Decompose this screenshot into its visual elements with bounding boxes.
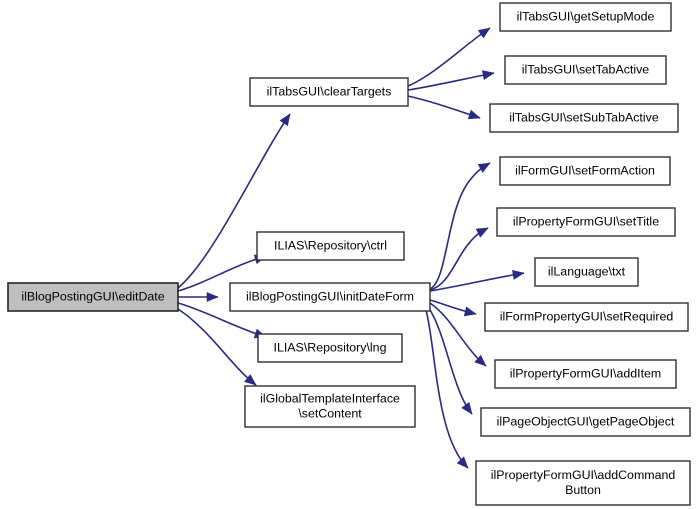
arrowhead-setFormAction: [477, 162, 491, 173]
arrowhead-getSetupMode: [477, 27, 491, 39]
node-label: ilPropertyFormGUI\setTitle: [513, 214, 659, 228]
node-label: ilFormGUI\setFormAction: [515, 163, 655, 177]
edge-clearTargets-to-setTabActive: [407, 72, 495, 91]
node-box[interactable]: [499, 156, 671, 186]
arrowhead-txt: [512, 269, 525, 280]
node-box[interactable]: [475, 460, 691, 506]
node-box[interactable]: [257, 333, 403, 363]
node-box[interactable]: [244, 385, 416, 428]
edge-initDateForm-to-addCommandButton: [425, 309, 469, 469]
arrowhead-setContent: [244, 374, 257, 386]
graph-node-editDate[interactable]: ilBlogPostingGUI\editDate: [7, 282, 179, 312]
node-label: ilPropertyFormGUI\addCommand: [491, 468, 676, 482]
graph-node-ctrl[interactable]: ILIAS\Repository\ctrl: [256, 231, 405, 261]
graph-node-getPageObject[interactable]: ilPageObjectGUI\getPageObject: [480, 407, 691, 437]
node-label: ilTabsGUI\getSetupMode: [517, 9, 655, 23]
graph-node-txt[interactable]: ilLanguage\txt: [534, 257, 639, 287]
arrowhead-clearTargets: [279, 113, 291, 127]
graph-node-setTabActive[interactable]: ilTabsGUI\setTabActive: [504, 55, 667, 85]
arrowhead-setTitle: [475, 227, 489, 238]
graph-node-setTitle[interactable]: ilPropertyFormGUI\setTitle: [496, 207, 676, 237]
arrowhead-setSubTabActive: [467, 109, 481, 120]
node-label: \setContent: [298, 406, 362, 420]
graph-node-getSetupMode[interactable]: ilTabsGUI\getSetupMode: [499, 2, 672, 32]
edge-initDateForm-to-setFormAction: [429, 162, 491, 290]
node-label: ilLanguage\txt: [548, 264, 626, 278]
edge-clearTargets-to-setSubTabActive: [407, 95, 481, 119]
graph-node-lng[interactable]: ILIAS\Repository\lng: [257, 333, 403, 363]
nodes-layer: ilBlogPostingGUI\editDate ilTabsGUI\clear…: [7, 2, 691, 506]
arrowhead-initDateForm: [206, 292, 219, 302]
node-label: ILIAS\Repository\lng: [274, 340, 387, 354]
graph-node-setFormAction[interactable]: ilFormGUI\setFormAction: [499, 156, 671, 186]
node-label: Button: [565, 483, 601, 497]
node-label: ilTabsGUI\setSubTabActive: [509, 110, 659, 124]
node-label: ilTabsGUI\clearTargets: [267, 84, 392, 98]
node-box[interactable]: [229, 282, 431, 312]
arrowhead-setRequired: [463, 306, 477, 317]
node-box[interactable]: [534, 257, 639, 287]
arrowhead-addItem: [474, 354, 487, 367]
node-box[interactable]: [499, 2, 672, 32]
graph-node-setRequired[interactable]: ilFormPropertyGUI\setRequired: [484, 302, 689, 332]
node-box[interactable]: [256, 231, 405, 261]
node-label: ilBlogPostingGUI\editDate: [21, 289, 164, 303]
graph-node-setSubTabActive[interactable]: ilTabsGUI\setSubTabActive: [489, 103, 679, 133]
node-label: ilGlobalTemplateInterface: [260, 391, 400, 405]
arrowhead-getPageObject: [461, 401, 473, 415]
edge-clearTargets-to-getSetupMode: [407, 27, 491, 87]
node-label: ilPageObjectGUI\getPageObject: [497, 414, 675, 428]
node-box[interactable]: [494, 359, 677, 389]
node-box[interactable]: [249, 77, 409, 107]
graph-node-setContent[interactable]: ilGlobalTemplateInterface\setContent: [244, 385, 416, 428]
graph-node-clearTargets[interactable]: ilTabsGUI\clearTargets: [249, 77, 409, 107]
edge-initDateForm-to-txt: [429, 272, 525, 292]
node-box[interactable]: [504, 55, 667, 85]
node-box[interactable]: [496, 207, 676, 237]
arrowhead-setTabActive: [482, 70, 495, 81]
node-label: ilBlogPostingGUI\initDateForm: [246, 289, 414, 303]
node-box[interactable]: [480, 407, 691, 437]
arrowhead-addCommandButton: [456, 456, 469, 469]
node-label: ILIAS\Repository\ctrl: [274, 238, 387, 252]
edges-layer: [177, 27, 525, 469]
edge-initDateForm-to-setTitle: [429, 227, 489, 291]
node-box[interactable]: [489, 103, 679, 133]
edge-initDateForm-to-addItem: [429, 302, 487, 367]
edge-editDate-to-clearTargets: [177, 113, 291, 289]
node-box[interactable]: [484, 302, 689, 332]
node-label: ilFormPropertyGUI\setRequired: [500, 309, 674, 323]
node-label: ilTabsGUI\setTabActive: [522, 62, 650, 76]
edge-editDate-to-setContent: [177, 308, 257, 386]
graph-node-addItem[interactable]: ilPropertyFormGUI\addItem: [494, 359, 677, 389]
node-label: ilPropertyFormGUI\addItem: [510, 366, 661, 380]
root-node-box[interactable]: [7, 282, 179, 312]
graph-node-initDateForm[interactable]: ilBlogPostingGUI\initDateForm: [229, 282, 431, 312]
